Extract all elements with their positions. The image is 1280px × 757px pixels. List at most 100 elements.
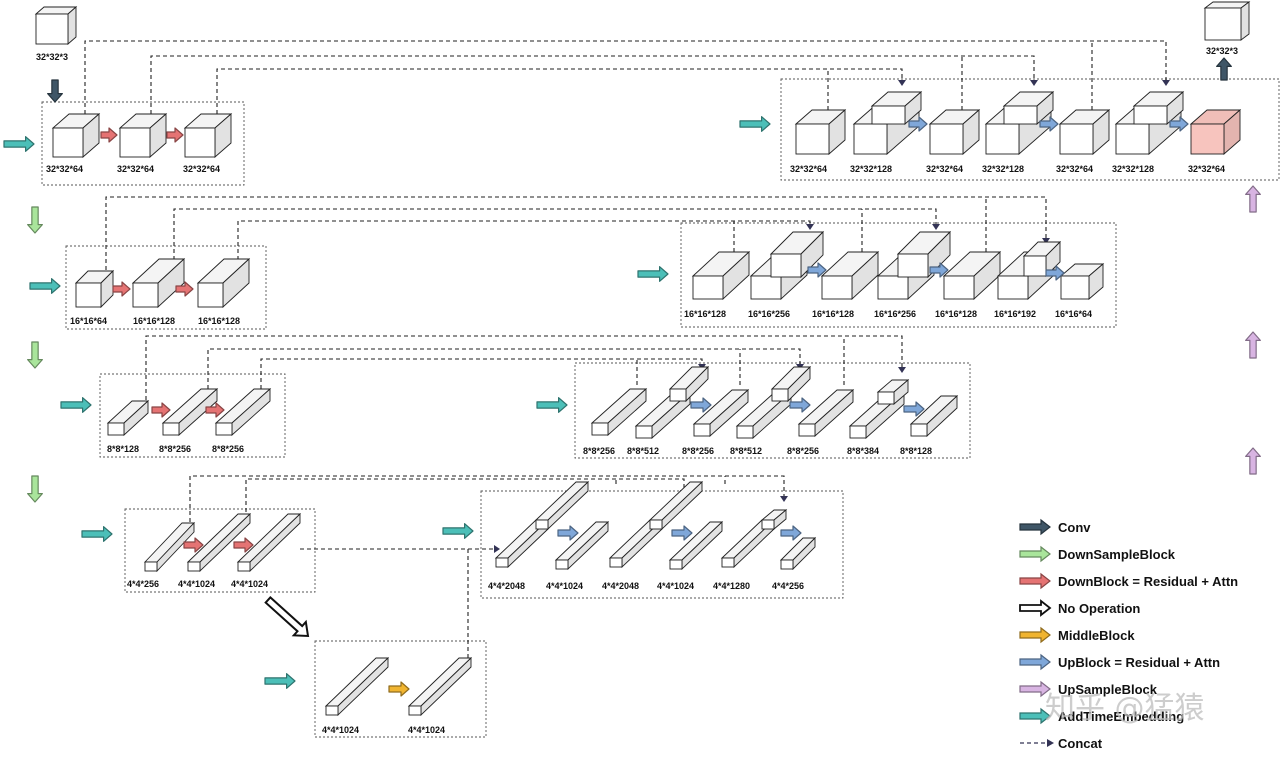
legend-item-upsample: UpSampleBlock bbox=[1019, 680, 1158, 698]
down-stage-1-box bbox=[41, 101, 245, 186]
stage-boxes bbox=[41, 78, 1280, 738]
up-stage-4-label-1: 4*4*2048 bbox=[488, 581, 525, 591]
skip-4a bbox=[189, 475, 785, 522]
upblock-arrow-1b bbox=[1039, 116, 1059, 132]
down-stage-2-label-2: 16*16*128 bbox=[133, 316, 175, 326]
upblock-arrow-2c bbox=[1045, 265, 1065, 281]
legend-middleblock-arrow bbox=[1019, 626, 1051, 644]
up-stage-4-box bbox=[480, 490, 844, 599]
skip-2b-head bbox=[932, 224, 940, 230]
input-image-block bbox=[34, 6, 78, 45]
down-stage-1-block-2 bbox=[118, 113, 168, 158]
up-stage-4-block-3 bbox=[608, 518, 664, 569]
up-stage-2-label-2: 16*16*256 bbox=[748, 309, 790, 319]
skip-1b bbox=[150, 55, 1035, 114]
up-stage-3-block-2b bbox=[668, 365, 710, 403]
up-stage-3-label-6: 8*8*384 bbox=[847, 446, 879, 456]
middle-block-1 bbox=[324, 656, 390, 717]
time-embedding-arrow-3 bbox=[60, 397, 92, 413]
down-stage-3-label-3: 8*8*256 bbox=[212, 444, 244, 454]
up-stage-1-label-6: 32*32*128 bbox=[1112, 164, 1154, 174]
upblock-arrow-3a bbox=[690, 397, 712, 413]
upblock-arrow-4b bbox=[671, 525, 693, 541]
legend-item-downblock: DownBlock = Residual + Attn bbox=[1019, 572, 1238, 590]
middle-label-2: 4*4*1024 bbox=[408, 725, 445, 735]
downblock-arrow-3a bbox=[151, 402, 171, 418]
up-stage-4-label-3: 4*4*2048 bbox=[602, 581, 639, 591]
output-image-block bbox=[1203, 1, 1251, 41]
down-stage-4-label-1: 4*4*256 bbox=[127, 579, 159, 589]
up-stage-2-block-6b bbox=[1022, 240, 1062, 278]
skip-1c-head bbox=[898, 80, 906, 86]
downblock-arrow-2a bbox=[112, 281, 131, 297]
legend-item-time-embedding: AddTimeEmbedding bbox=[1019, 707, 1184, 725]
up-stage-1-block-1 bbox=[794, 109, 847, 155]
up-stage-4-block-2 bbox=[554, 520, 610, 571]
up-stage-1-label-3: 32*32*64 bbox=[926, 164, 963, 174]
legend-label: No Operation bbox=[1058, 601, 1140, 616]
skip-2c-head bbox=[806, 224, 814, 230]
up-stage-2-label-6: 16*16*192 bbox=[994, 309, 1036, 319]
up-stage-2-block-1 bbox=[691, 250, 751, 301]
upsample-arrow-2 bbox=[1245, 331, 1261, 359]
up-stage-3-label-1: 8*8*256 bbox=[583, 446, 615, 456]
down-stage-1-block-1 bbox=[51, 113, 101, 158]
down-stage-1-label-1: 32*32*64 bbox=[46, 164, 83, 174]
up-stage-2-block-2b bbox=[769, 230, 825, 279]
down-stage-3-block-3 bbox=[214, 387, 272, 437]
skip-4a-head bbox=[780, 496, 788, 502]
legend-item-middleblock: MiddleBlock bbox=[1019, 626, 1135, 644]
legend-downblock-arrow bbox=[1019, 572, 1051, 590]
down-stage-4-block-2 bbox=[186, 512, 252, 573]
down-stage-2-block-2 bbox=[131, 257, 186, 309]
up-stage-1-block-2b bbox=[870, 91, 923, 125]
legend-time-embedding-arrow bbox=[1019, 707, 1051, 725]
down-stage-2-box bbox=[65, 245, 267, 330]
downsample-arrow-1 bbox=[27, 206, 43, 234]
up-stage-4-block-4 bbox=[668, 520, 724, 571]
up-stage-2-block-4b bbox=[896, 230, 952, 279]
up-stage-1-label-4: 32*32*128 bbox=[982, 164, 1024, 174]
time-embedding-arrow-4 bbox=[81, 526, 113, 542]
up-stage-4-block-3b bbox=[648, 480, 704, 531]
up-stage-1-block-4b bbox=[1002, 91, 1055, 125]
up-stage-1-block-6b bbox=[1132, 91, 1185, 125]
legend-item-conv: Conv bbox=[1019, 518, 1091, 536]
upsample-arrow-3 bbox=[1245, 447, 1261, 475]
up-stage-1-block-3 bbox=[928, 109, 981, 155]
up-stage-2-block-3 bbox=[820, 250, 880, 301]
upblock-arrow-1c bbox=[1169, 116, 1189, 132]
watermark-text: 知乎 @猛猿 bbox=[1045, 691, 1205, 726]
up-stage-4-label-5: 4*4*1280 bbox=[713, 581, 750, 591]
downsample-arrow-3 bbox=[27, 475, 43, 503]
legend-concat-head bbox=[1047, 739, 1054, 747]
skip-connections bbox=[84, 40, 1170, 658]
skip-3a bbox=[145, 335, 903, 400]
time-embedding-arrow-5 bbox=[264, 673, 296, 689]
up-stage-2-block-5 bbox=[942, 250, 1002, 301]
up-stage-2-block-7 bbox=[1059, 263, 1105, 300]
upblock-arrow-3b bbox=[789, 397, 811, 413]
skip-3a-head bbox=[898, 367, 906, 373]
upsample-arrow-1 bbox=[1245, 185, 1261, 213]
legend-label: DownBlock = Residual + Attn bbox=[1058, 574, 1238, 589]
conv-arrow-input bbox=[47, 79, 63, 103]
middle-block-2 bbox=[407, 656, 473, 717]
legend-upblock-arrow bbox=[1019, 653, 1051, 671]
down-stage-3-label-1: 8*8*128 bbox=[107, 444, 139, 454]
legend-item-upblock: UpBlock = Residual + Attn bbox=[1019, 653, 1220, 671]
upblock-arrow-2b bbox=[929, 262, 949, 278]
downsample-arrow-2 bbox=[27, 341, 43, 369]
middle-label-1: 4*4*1024 bbox=[322, 725, 359, 735]
up-stage-4-block-5b bbox=[760, 509, 788, 530]
output-label: 32*32*3 bbox=[1206, 46, 1238, 56]
up-stage-3-label-2: 8*8*512 bbox=[627, 446, 659, 456]
downblock-arrow-3b bbox=[205, 402, 225, 418]
up-stage-2-label-7: 16*16*64 bbox=[1055, 309, 1092, 319]
down-stage-3-block-2 bbox=[161, 387, 219, 437]
up-stage-1-block-5 bbox=[1058, 109, 1111, 155]
skip-2c bbox=[237, 220, 811, 260]
operation-arrows bbox=[3, 57, 1261, 697]
